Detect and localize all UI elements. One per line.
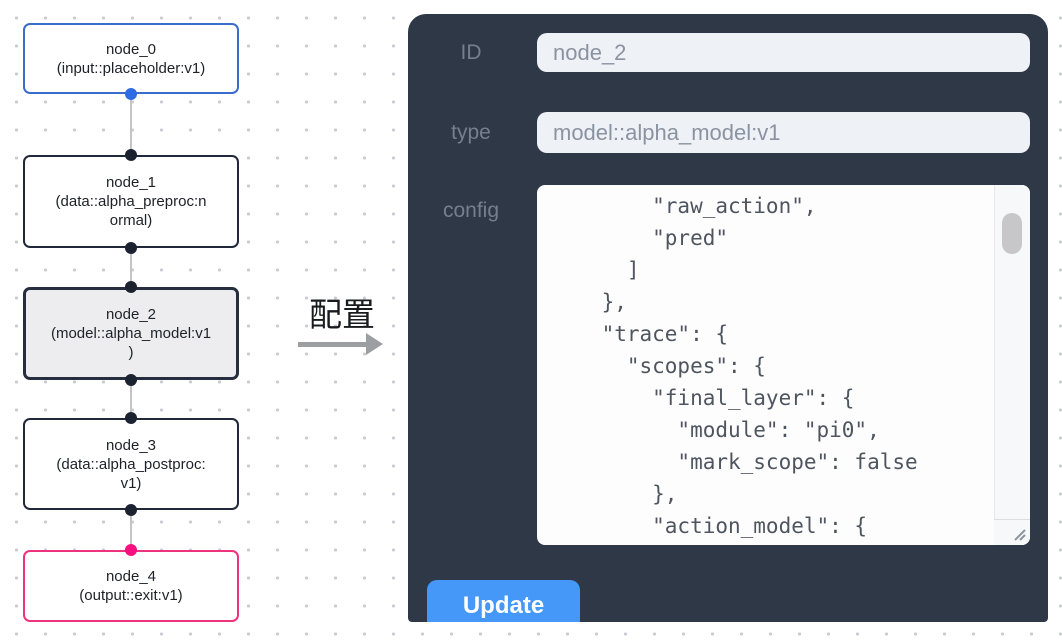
node-node_0[interactable]: node_0 (input::placeholder:v1) xyxy=(23,23,239,94)
node-node_1[interactable]: node_1 (data::alpha_preproc:n ormal) xyxy=(23,155,239,248)
type-field-label: type xyxy=(451,121,491,144)
node-title: node_0 xyxy=(105,40,157,58)
port-node2-in[interactable] xyxy=(125,281,137,293)
port-node3-out[interactable] xyxy=(125,504,137,516)
type-input[interactable] xyxy=(537,112,1030,153)
port-node1-out[interactable] xyxy=(125,242,137,254)
node-title: node_2 xyxy=(105,306,157,323)
config-textarea[interactable]: "raw_action", "pred" ] }, "trace": { "sc… xyxy=(537,185,1030,545)
node-node_4[interactable]: node_4 (output::exit:v1) xyxy=(23,550,239,622)
update-button[interactable]: Update xyxy=(427,580,580,622)
edge-node3-node4 xyxy=(130,510,132,550)
node-node_3[interactable]: node_3 (data::alpha_postproc: v1) xyxy=(23,418,239,510)
config-field-label: config xyxy=(442,199,500,222)
node-title: node_3 xyxy=(105,436,157,454)
config-annotation-label: 配置 xyxy=(309,296,375,333)
node-subtitle: (model::alpha_model:v1 ) xyxy=(50,325,212,361)
node-node_2[interactable]: node_2 (model::alpha_model:v1 ) xyxy=(23,287,239,380)
config-panel: ID type config "raw_action", "pred" ] },… xyxy=(408,14,1048,622)
port-node0-out[interactable] xyxy=(125,88,137,100)
port-node2-out[interactable] xyxy=(125,374,137,386)
arrow-head-icon xyxy=(366,333,383,355)
resize-handle[interactable] xyxy=(994,519,1030,545)
resize-grip-icon xyxy=(1014,529,1026,541)
node-subtitle: (data::alpha_preproc:n ormal) xyxy=(55,193,207,229)
edge-node0-node1 xyxy=(130,94,132,155)
node-subtitle: (output::exit:v1) xyxy=(79,587,183,604)
port-node4-in[interactable] xyxy=(125,544,137,556)
edge-node2-node3 xyxy=(130,380,132,418)
edge-node1-node2 xyxy=(130,248,132,287)
node-subtitle: (input::placeholder:v1) xyxy=(56,59,206,77)
config-json-text: "raw_action", "pred" ] }, "trace": { "sc… xyxy=(601,194,918,538)
port-node1-in[interactable] xyxy=(125,149,137,161)
id-field-label: ID xyxy=(460,41,482,64)
node-title: node_4 xyxy=(105,568,157,585)
node-title: node_1 xyxy=(105,174,157,191)
port-node3-in[interactable] xyxy=(125,412,137,424)
node-subtitle: (data::alpha_postproc: v1) xyxy=(56,455,206,492)
id-input[interactable] xyxy=(537,33,1030,72)
scrollbar-thumb[interactable] xyxy=(1002,213,1022,254)
arrow-line xyxy=(298,342,366,347)
